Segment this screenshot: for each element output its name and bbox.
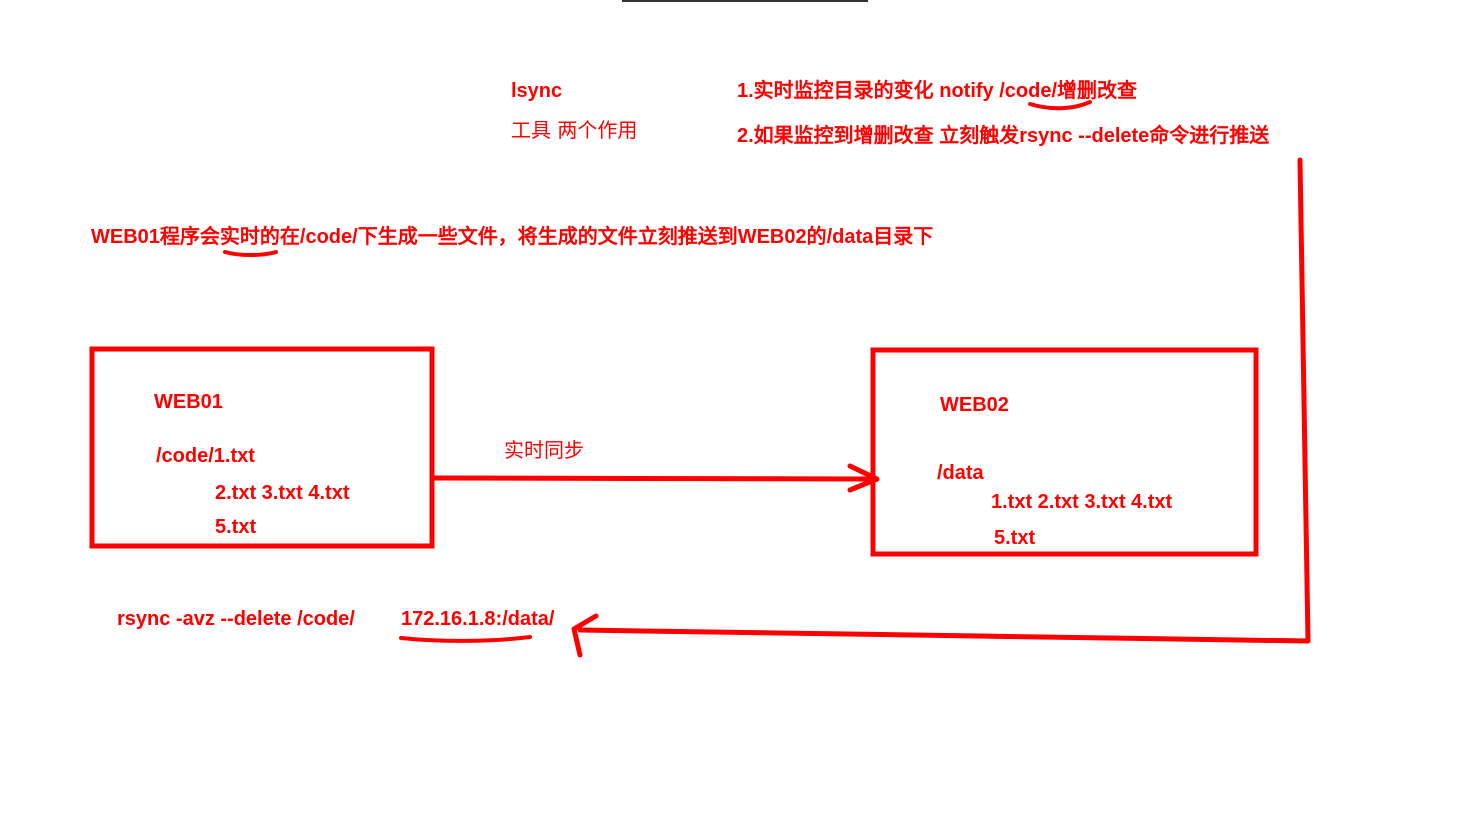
web02-box bbox=[870, 347, 1259, 557]
description-post: 的在/code/下生成一些文件，将生成的文件立刻推送到WEB02的/data目录… bbox=[259, 226, 934, 248]
underline-target bbox=[399, 635, 532, 643]
web01-title: WEB01 bbox=[154, 391, 223, 413]
description: WEB01程序会实时的在/code/下生成一些文件，将生成的文件立刻推送到WEB… bbox=[91, 225, 933, 249]
web02-files-row: 1.txt 2.txt 3.txt 4.txt bbox=[991, 491, 1173, 513]
web01-files-row2: 5.txt bbox=[215, 516, 257, 538]
web01-path: /code/1.txt bbox=[156, 445, 255, 467]
web01-files-row: 2.txt 3.txt 4.txt bbox=[215, 482, 350, 504]
underline-code bbox=[1028, 100, 1092, 111]
description-pre: WEB01程序会 bbox=[91, 226, 220, 248]
sync-label: 实时同步 bbox=[504, 438, 584, 462]
rsync-command: rsync -avz --delete /code/ bbox=[117, 608, 355, 630]
feature-1-prefix: 1.实时监控目录的变化 notify bbox=[737, 80, 1000, 102]
description-highlight: 实时 bbox=[219, 226, 260, 248]
sync-arrow bbox=[430, 463, 880, 493]
web02-files-row2: 5.txt bbox=[994, 527, 1036, 549]
feature-1-path: /code bbox=[999, 80, 1052, 102]
feature-2: 2.如果监控到增删改查 立刻触发rsync --delete命令进行推送 bbox=[737, 125, 1270, 147]
feature-1-suffix: /增删改查 bbox=[1051, 80, 1138, 102]
tool-subtitle: 工具 两个作用 bbox=[511, 118, 638, 142]
web02-path: /data bbox=[937, 462, 984, 484]
feature-1: 1.实时监控目录的变化 notify /code/增删改查 bbox=[737, 79, 1137, 103]
web02-title: WEB02 bbox=[940, 394, 1009, 416]
rsync-target: 172.16.1.8:/data/ bbox=[401, 608, 555, 630]
web01-box bbox=[89, 346, 435, 549]
underline-realtime bbox=[223, 250, 278, 257]
trigger-arrow-line bbox=[577, 157, 1311, 644]
window-top-edge bbox=[622, 0, 868, 2]
trigger-arrow-head bbox=[571, 613, 599, 658]
tool-name: lsync bbox=[511, 80, 563, 102]
